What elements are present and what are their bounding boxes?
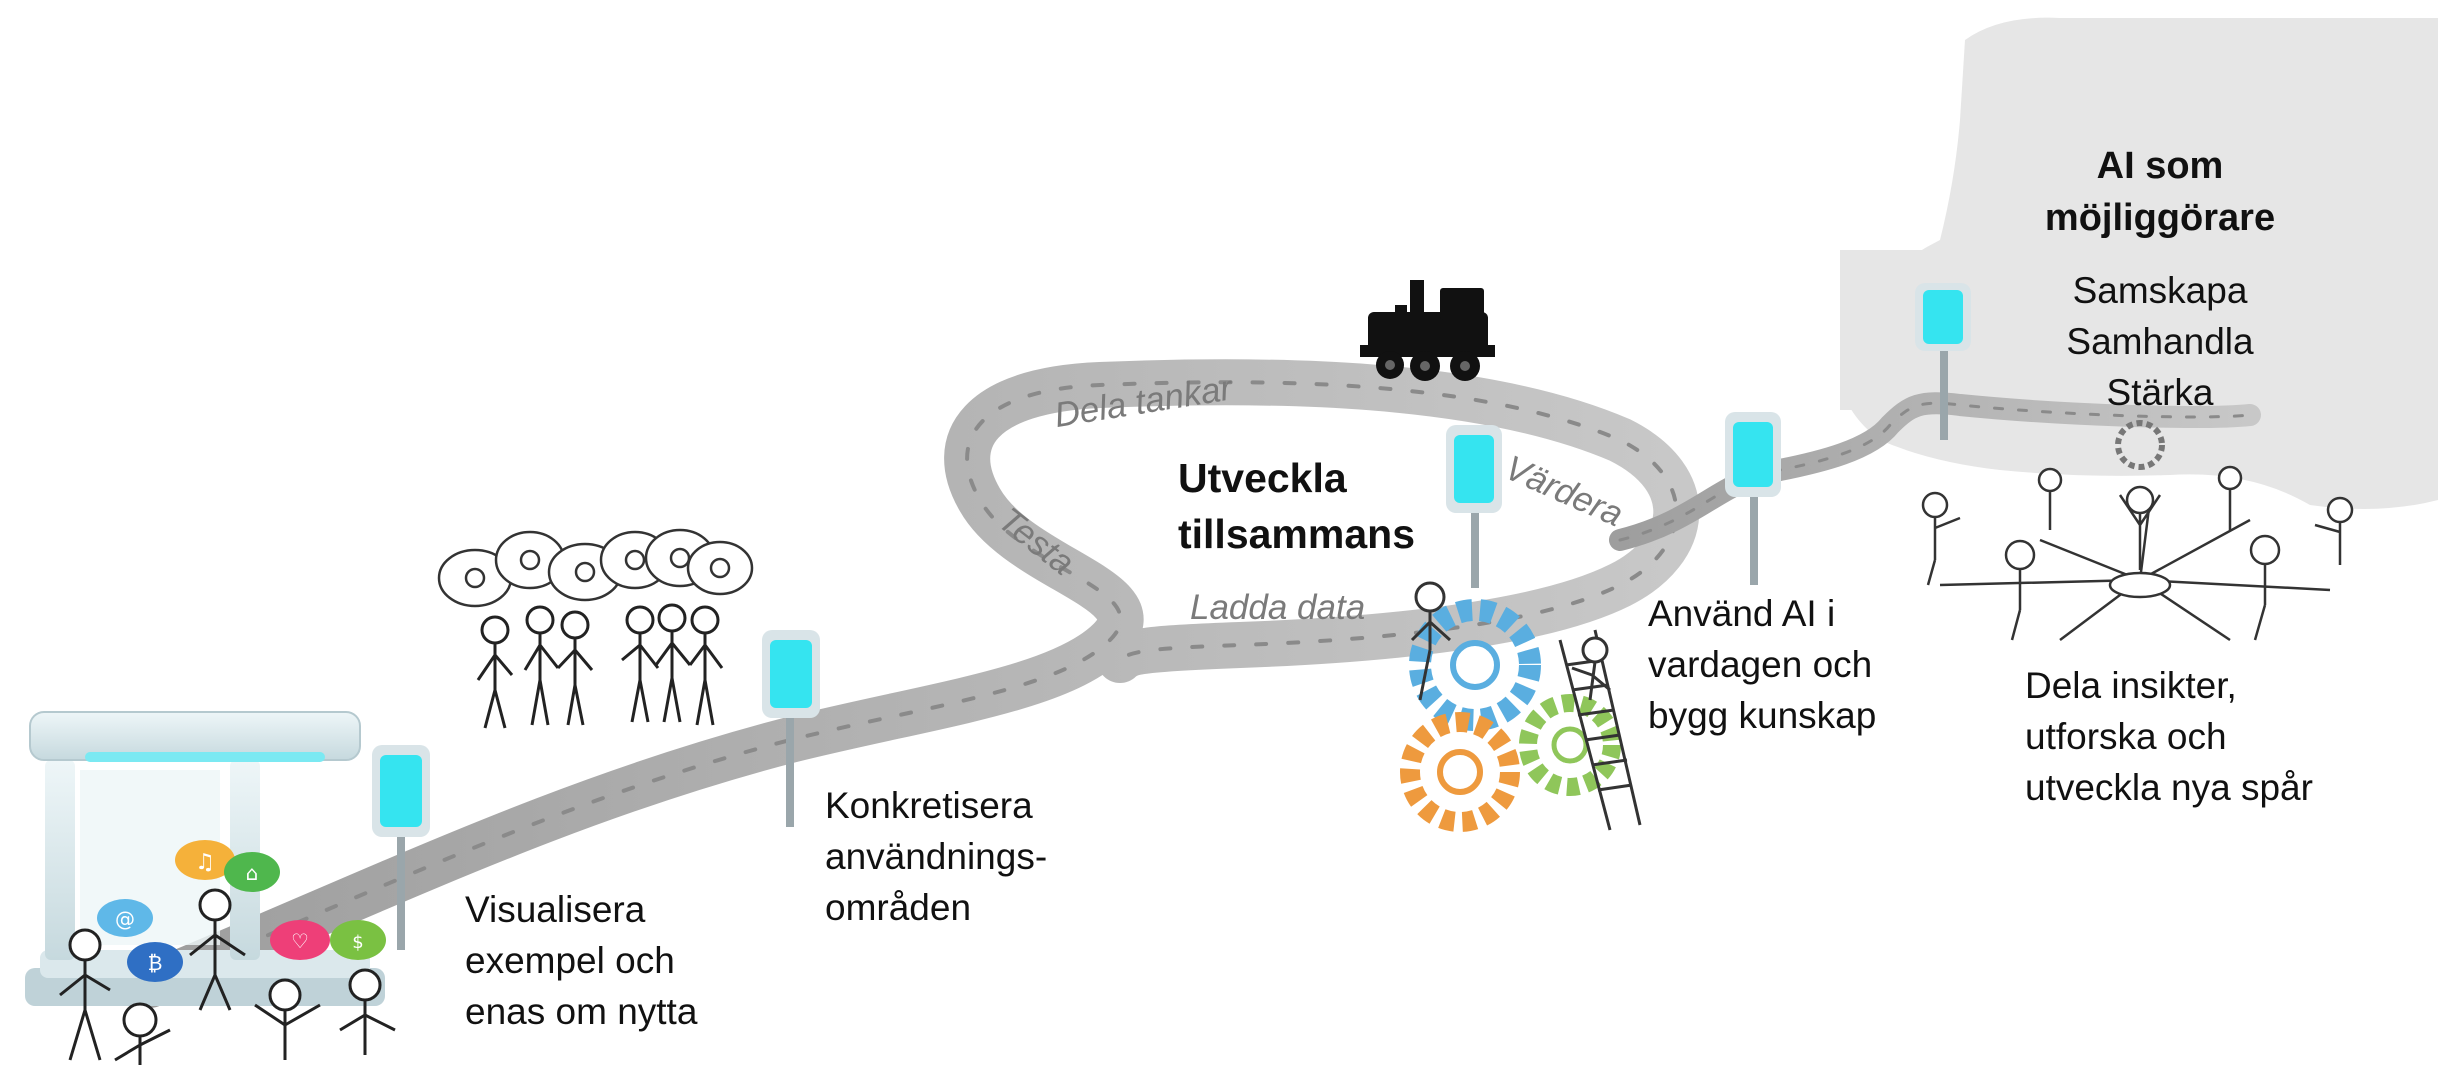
svg-text:₿: ₿ (148, 951, 163, 975)
center-title-line: tillsammans (1178, 511, 1415, 557)
step-concretize-line: Konkretisera (825, 785, 1033, 826)
track-label-load: Ladda data (1190, 588, 1366, 627)
svg-text:$: $ (352, 932, 363, 953)
step-visualize-line: Visualisera (465, 889, 646, 930)
enabler-title: AI som möjliggörare (2025, 140, 2295, 244)
step-concretize-line: användnings- (825, 836, 1048, 877)
svg-text:♡: ♡ (291, 929, 309, 953)
step-share-insights-line: utveckla nya spår (2025, 767, 2313, 808)
step-share-insights-line: utforska och (2025, 716, 2227, 757)
signpost-icon (1915, 283, 1971, 440)
signpost-icon (1725, 412, 1781, 585)
step-everyday: Använd AI i vardagen och bygg kunskap (1648, 588, 1876, 741)
gears-icon (1400, 581, 1642, 832)
step-visualize-line: exempel och (465, 940, 675, 981)
signpost-icon (372, 745, 430, 950)
step-visualize-line: enas om nytta (465, 991, 698, 1032)
step-everyday-line: vardagen och (1648, 644, 1873, 685)
enabler-item: Samhandla (2066, 321, 2254, 362)
step-concretize-line: områden (825, 887, 972, 928)
enabler-items: Samskapa Samhandla Stärka (2025, 265, 2295, 418)
enabler-title-line: AI som (2096, 145, 2224, 187)
enabler-title-line: möjliggörare (2044, 197, 2276, 239)
svg-text:♫: ♫ (195, 850, 215, 875)
svg-text:⌂: ⌂ (246, 861, 259, 885)
signpost-icon (1446, 425, 1502, 588)
enabler-item: Stärka (2106, 372, 2214, 413)
enabler-item: Samskapa (2072, 270, 2248, 311)
enabler-cloud-area (1840, 17, 2438, 510)
step-everyday-line: bygg kunskap (1648, 695, 1877, 736)
thought-bubbles-icon (437, 528, 754, 608)
step-share-insights: Dela insikter, utforska och utveckla nya… (2025, 660, 2313, 813)
people-icon (1921, 420, 2354, 642)
svg-text:@: @ (115, 907, 135, 931)
people-icon (59, 888, 396, 1065)
chat-bubbles-icon: ♫ ⌂ @ ₿ ♡ $ (97, 840, 386, 982)
step-everyday-line: Använd AI i (1648, 593, 1836, 634)
signpost-icon (762, 630, 820, 827)
train-icon (1360, 280, 1495, 381)
people-icon (476, 603, 724, 729)
step-share-insights-line: Dela insikter, (2025, 665, 2237, 706)
center-title-line: Utveckla (1178, 455, 1347, 501)
step-visualize: Visualisera exempel och enas om nytta (465, 884, 697, 1037)
step-concretize: Konkretisera användnings- områden (825, 780, 1047, 933)
center-title: Utveckla tillsammans (1178, 450, 1415, 562)
